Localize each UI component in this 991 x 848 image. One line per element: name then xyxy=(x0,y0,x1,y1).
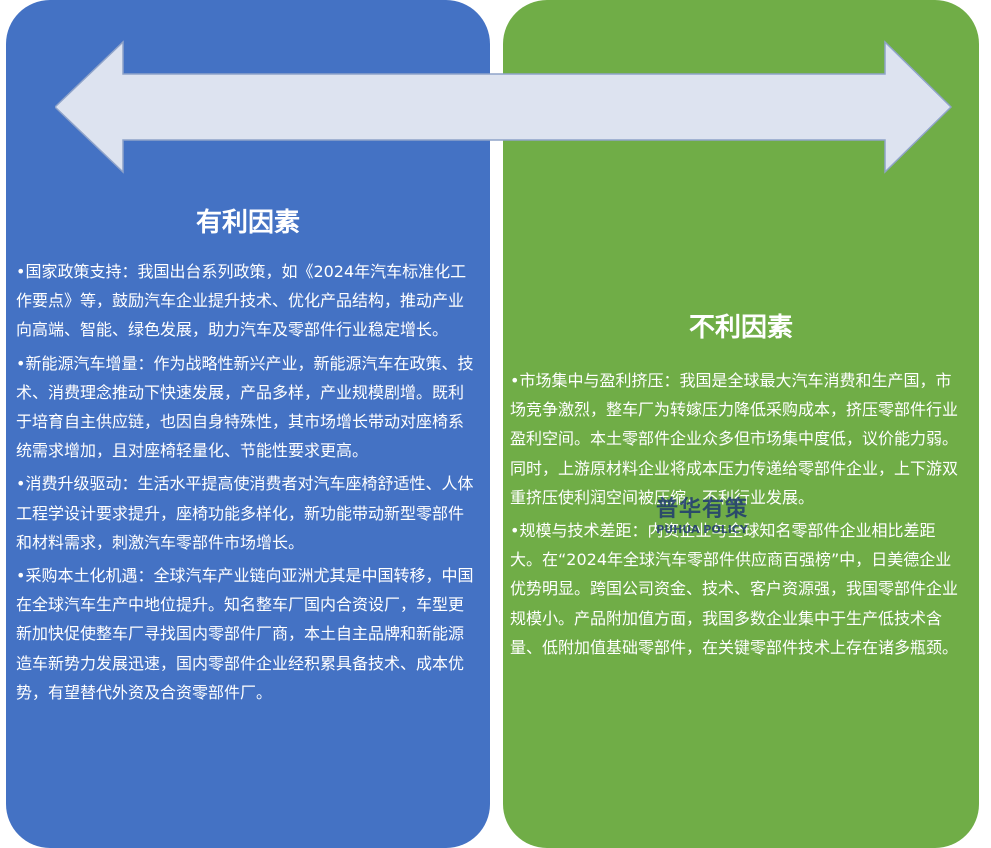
item-text: 采购本土化机遇：全球汽车产业链向亚洲尤其是中国转移，中国在全球汽车生产中地位提升… xyxy=(16,566,474,702)
item-text: 市场集中与盈利挤压：我国是全球最大汽车消费和生产国，市场竞争激烈，整车厂为转嫁压… xyxy=(510,371,959,507)
list-item: •采购本土化机遇：全球汽车产业链向亚洲尤其是中国转移，中国在全球汽车生产中地位提… xyxy=(16,561,476,707)
bullet-icon: • xyxy=(510,371,520,390)
list-item: •国家政策支持：我国出台系列政策，如《2024年汽车标准化工作要点》等，鼓励汽车… xyxy=(16,257,476,345)
item-text: 消费升级驱动：生活水平提高使消费者对汽车座椅舒适性、人体工程学设计要求提升，座椅… xyxy=(16,474,474,552)
unfavorable-factors-heading: 不利因素 xyxy=(688,313,793,343)
list-item: •规模与技术差距：内资企业与全球知名零部件企业相比差距大。在“2024年全球汽车… xyxy=(510,516,966,662)
item-text: 新能源汽车增量：作为战略性新兴产业，新能源汽车在政策、技术、消费理念推动下快速发… xyxy=(16,353,474,461)
bullet-icon: • xyxy=(16,262,26,281)
item-text: 国家政策支持：我国出台系列政策，如《2024年汽车标准化工作要点》等，鼓励汽车企… xyxy=(16,262,467,340)
bullet-icon: • xyxy=(16,353,26,373)
unfavorable-factors-list: •市场集中与盈利挤压：我国是全球最大汽车消费和生产国，市场竞争激烈，整车厂为转嫁… xyxy=(510,366,966,666)
bullet-icon: • xyxy=(510,521,520,541)
double-headed-arrow-icon xyxy=(55,40,953,174)
list-item: •新能源汽车增量：作为战略性新兴产业，新能源汽车在政策、技术、消费理念推动下快速… xyxy=(16,349,476,466)
bullet-icon: • xyxy=(16,474,26,494)
favorable-factors-list: •国家政策支持：我国出台系列政策，如《2024年汽车标准化工作要点》等，鼓励汽车… xyxy=(16,257,476,711)
favorable-factors-heading: 有利因素 xyxy=(195,208,300,238)
bullet-icon: • xyxy=(16,566,26,586)
list-item: •市场集中与盈利挤压：我国是全球最大汽车消费和生产国，市场竞争激烈，整车厂为转嫁… xyxy=(510,366,966,512)
list-item: •消费升级驱动：生活水平提高使消费者对汽车座椅舒适性、人体工程学设计要求提升，座… xyxy=(16,469,476,557)
item-text: 规模与技术差距：内资企业与全球知名零部件企业相比差距大。在“2024年全球汽车零… xyxy=(510,521,959,657)
favorable-factors-panel xyxy=(6,0,490,848)
